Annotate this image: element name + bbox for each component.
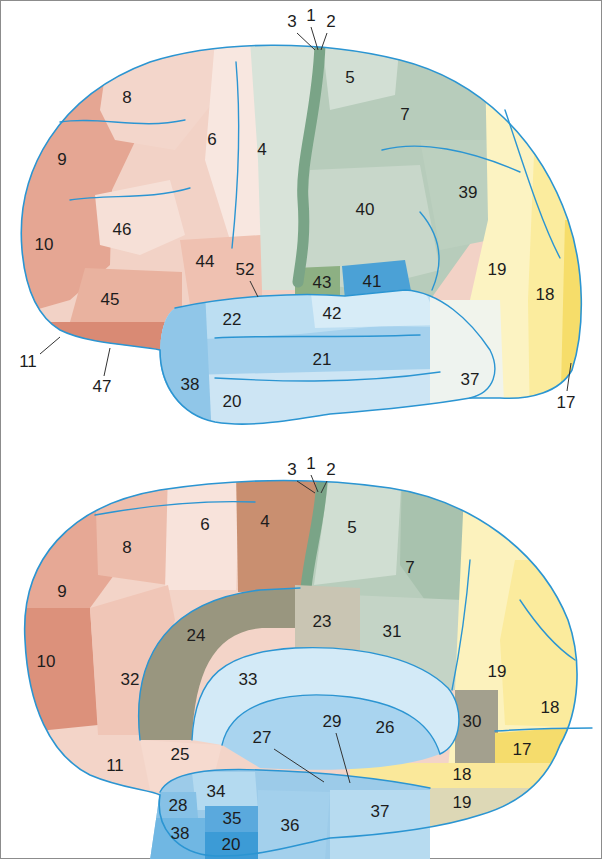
callout-number: 43	[313, 273, 332, 293]
callout-number: 44	[196, 252, 215, 272]
callout-number: 19	[453, 793, 472, 813]
callout-number: 3	[287, 12, 296, 32]
callout-number: 2	[326, 12, 335, 32]
callout-number: 26	[376, 718, 395, 738]
callout-number: 34	[207, 782, 226, 802]
callout-number: 28	[169, 796, 188, 816]
callout-number: 32	[121, 670, 140, 690]
callout-number: 45	[101, 290, 120, 310]
callout-number: 47	[93, 377, 112, 397]
callout-number: 6	[200, 515, 209, 535]
callout-number: 40	[356, 200, 375, 220]
callout-number: 3	[287, 460, 296, 480]
callout-number: 11	[106, 756, 124, 776]
callout-number: 20	[223, 392, 242, 412]
callout-number: 37	[461, 370, 480, 390]
callout-number: 5	[345, 68, 354, 88]
callout-number: 33	[239, 670, 258, 690]
callout-number: 29	[323, 712, 342, 732]
callout-number: 1	[306, 6, 315, 26]
callout-number: 18	[536, 285, 555, 305]
callout-number: 30	[463, 712, 482, 732]
callout-number: 36	[281, 816, 300, 836]
callout-number: 18	[453, 765, 472, 785]
callout-number: 10	[35, 235, 54, 255]
callout-number: 6	[207, 130, 216, 150]
callout-number: 46	[113, 220, 132, 240]
callout-number: 7	[400, 105, 409, 125]
callout-number: 10	[37, 652, 56, 672]
callout-number: 4	[260, 512, 269, 532]
callout-number: 21	[313, 350, 332, 370]
callout-number: 11	[19, 352, 37, 372]
callout-number: 8	[122, 538, 131, 558]
callout-number: 52	[236, 260, 255, 280]
callout-number: 37	[371, 802, 390, 822]
callout-number: 17	[557, 393, 576, 413]
callout-number: 20	[222, 835, 241, 855]
callout-number: 2	[326, 460, 335, 480]
callout-number: 4	[257, 140, 266, 160]
callout-number: 38	[171, 824, 190, 844]
callout-number: 18	[541, 698, 560, 718]
callout-number: 8	[122, 88, 131, 108]
callout-number: 25	[171, 745, 190, 765]
callout-number: 9	[57, 582, 66, 602]
callout-number: 42	[323, 304, 342, 324]
callout-number: 19	[488, 260, 507, 280]
callout-number: 39	[459, 183, 478, 203]
callout-number: 35	[223, 809, 242, 829]
callout-number: 17	[513, 740, 532, 760]
callout-number: 41	[363, 272, 382, 292]
callout-number: 31	[383, 622, 402, 642]
callout-number: 19	[488, 662, 507, 682]
callout-number: 23	[313, 612, 332, 632]
callout-number: 9	[57, 150, 66, 170]
callout-number: 22	[223, 310, 242, 330]
callout-number: 7	[405, 558, 414, 578]
callout-number: 27	[253, 728, 272, 748]
callout-number: 1	[306, 454, 315, 474]
callout-number: 38	[181, 375, 200, 395]
callout-number: 24	[187, 626, 206, 646]
callout-number: 5	[347, 518, 356, 538]
